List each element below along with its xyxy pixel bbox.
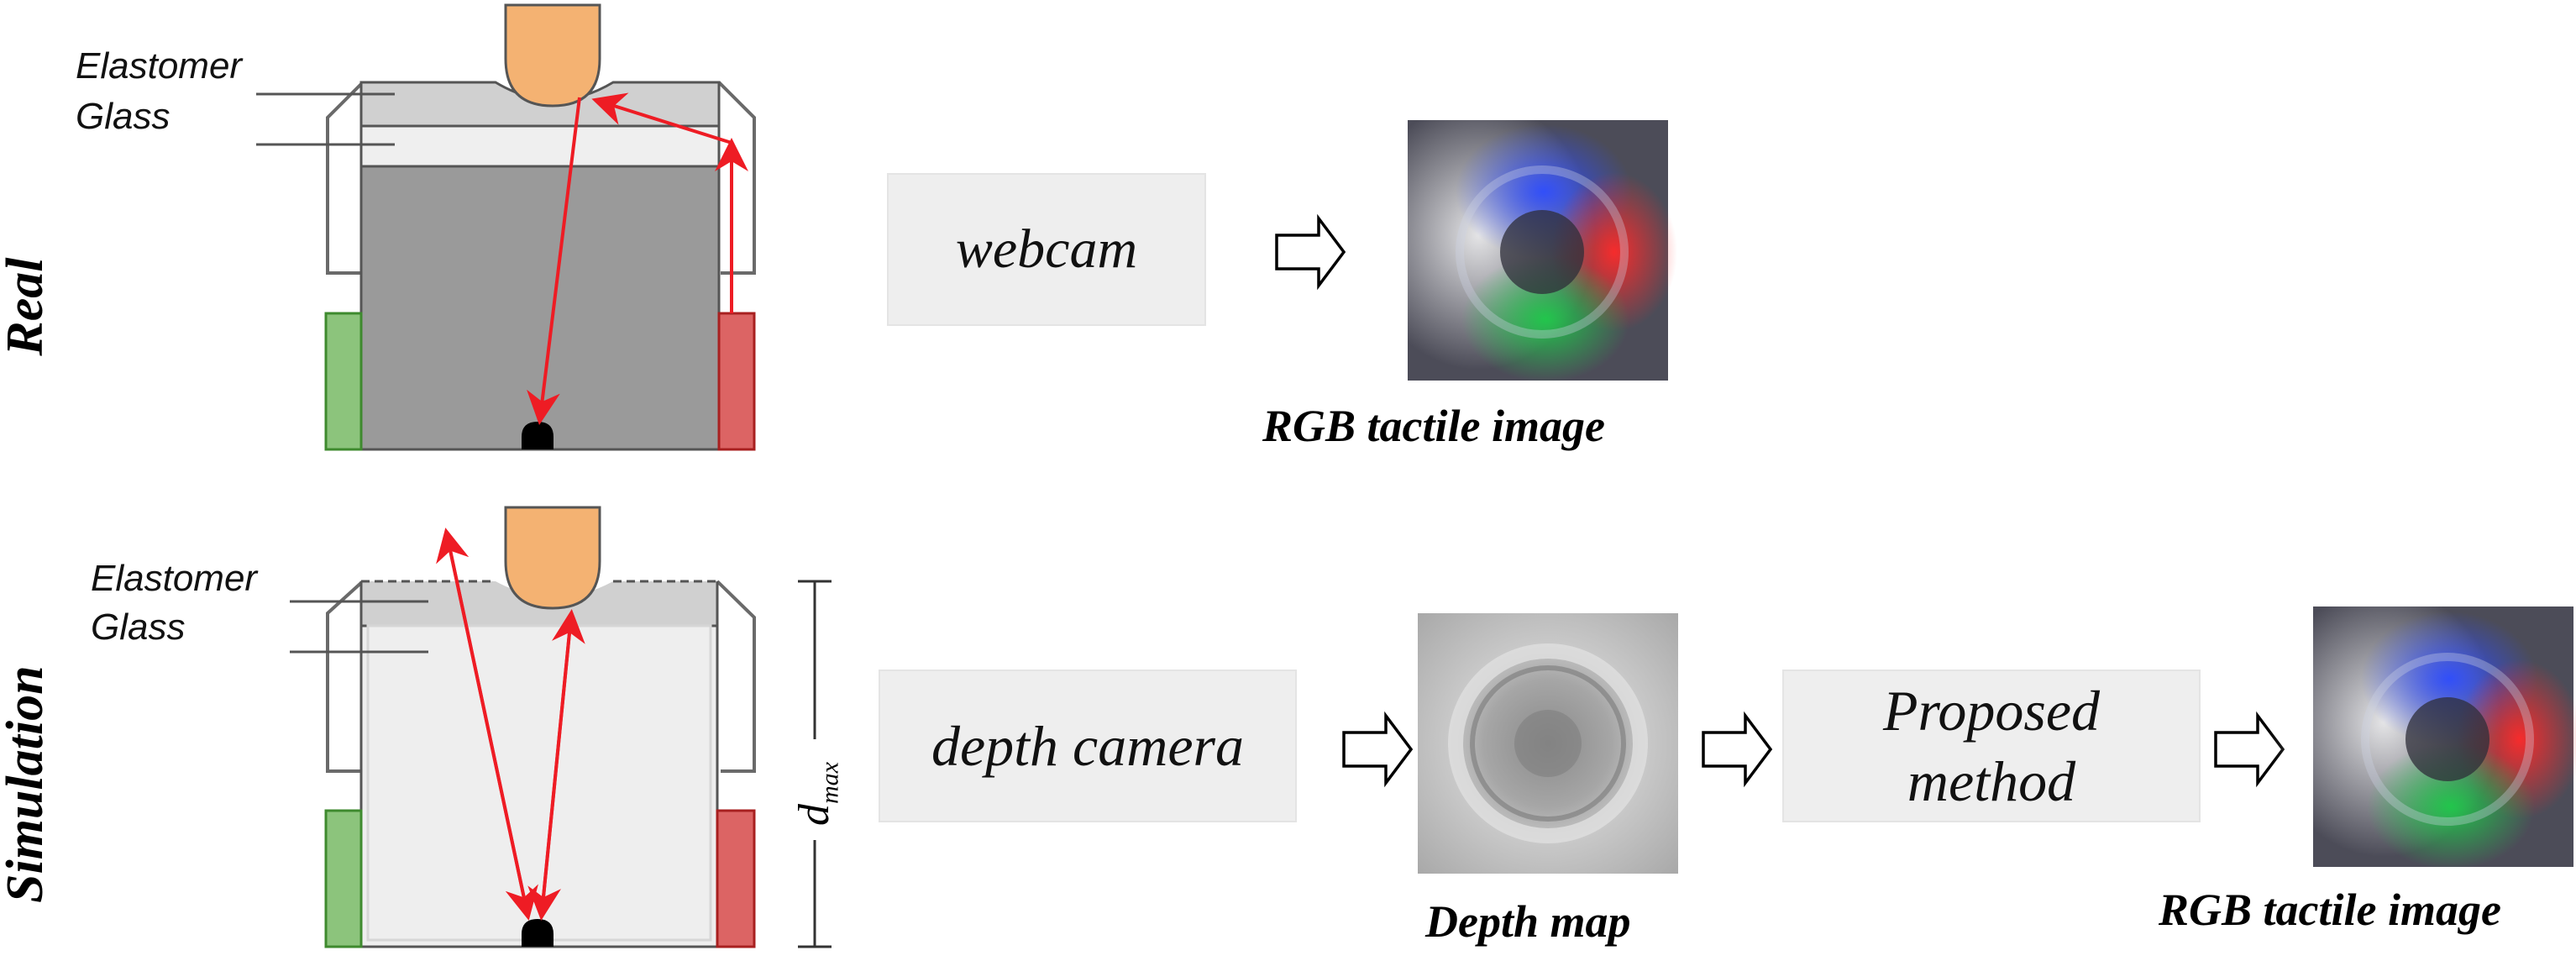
depth-map-image bbox=[1418, 613, 1678, 874]
real-camera bbox=[522, 422, 553, 449]
depth-camera-box: depth camera bbox=[879, 670, 1297, 822]
real-indenter bbox=[504, 3, 601, 108]
real-rgb-tactile-image bbox=[1361, 101, 1677, 382]
real-glass bbox=[359, 124, 721, 168]
arrow-right-icon bbox=[1702, 711, 1773, 788]
sim-housing-right bbox=[716, 580, 756, 773]
sim-rgb-tactile-image bbox=[2266, 588, 2576, 869]
sim-camera bbox=[522, 919, 553, 947]
real-rgb-caption: RGB tactile image bbox=[1262, 401, 1605, 451]
real-green-led bbox=[324, 312, 363, 451]
real-glass-label: Glass bbox=[76, 96, 171, 137]
depth-camera-label: depth camera bbox=[931, 713, 1244, 778]
arrow-right-icon bbox=[2214, 711, 2285, 788]
arrow-right-icon bbox=[1275, 213, 1346, 291]
depth-map-caption: Depth map bbox=[1425, 896, 1631, 947]
dmax-label: dmax bbox=[781, 760, 848, 827]
real-housing-right bbox=[717, 81, 756, 275]
sim-green-led bbox=[324, 809, 363, 948]
real-housing-left bbox=[326, 81, 365, 275]
dmax-base: d bbox=[790, 804, 838, 826]
sim-rgb-caption: RGB tactile image bbox=[2159, 885, 2501, 935]
real-red-led bbox=[717, 312, 756, 451]
row-label-real: Real bbox=[0, 257, 54, 356]
sim-glass-label: Glass bbox=[91, 607, 186, 648]
arrow-right-icon bbox=[1342, 711, 1414, 788]
proposed-method-line2: method bbox=[1907, 749, 2076, 813]
webcam-box: webcam bbox=[887, 173, 1206, 326]
sim-elastomer-label: Elastomer bbox=[91, 558, 258, 599]
real-ray-to-elastomer bbox=[591, 92, 732, 144]
sim-red-led bbox=[716, 809, 756, 948]
real-ray-to-camera bbox=[527, 97, 581, 425]
proposed-method-line1: Proposed bbox=[1882, 679, 2101, 743]
sim-indenter bbox=[504, 506, 601, 610]
dmax-sub: max bbox=[816, 762, 844, 804]
real-sensor-diagram bbox=[256, 3, 756, 451]
sim-housing-left bbox=[326, 580, 365, 773]
webcam-label: webcam bbox=[955, 218, 1138, 280]
row-label-simulation: Simulation bbox=[0, 665, 54, 903]
real-elastomer-label: Elastomer bbox=[76, 45, 243, 87]
sim-sensor-diagram bbox=[290, 506, 832, 948]
proposed-method-box: Proposed method bbox=[1782, 670, 2201, 822]
